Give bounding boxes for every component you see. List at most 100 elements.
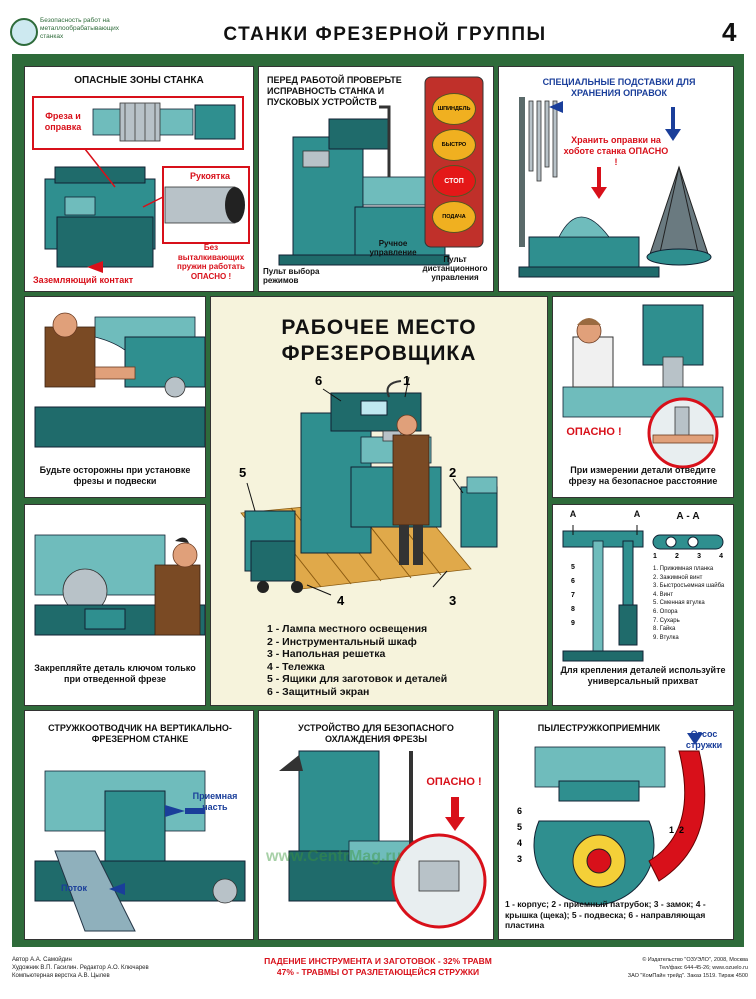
stop-button[interactable]: СТОП (432, 165, 476, 197)
panel-danger-zones: ОПАСНЫЕ ЗОНЫ СТАНКА Фреза и оправка Руко… (24, 66, 254, 292)
credit-line: Автор А.А. Самойдин (12, 957, 72, 963)
panel-careful-install: Будьте осторожны при установке фрезы и п… (24, 296, 206, 498)
panel-title: СТРУЖКООТВОДЧИК НА ВЕРТИКАЛЬНО-ФРЕЗЕРНОМ… (48, 723, 232, 744)
callout: 2 (675, 553, 679, 560)
measure-illustration (562, 304, 724, 469)
careful-install-caption: Будьте осторожны при установке фрезы и п… (39, 465, 191, 486)
publisher-line: ЗАО "КомПайн трейд". Заказ 1519. Тираж 4… (627, 973, 748, 979)
callout: 5 (517, 822, 523, 832)
part-item: 1. Прижимная планка (653, 566, 714, 572)
watermark: www.CentrMag.ru (266, 848, 402, 865)
part-item: 3. Быстросъемная шайба (653, 583, 725, 590)
panel-title: СПЕЦИАЛЬНЫЕ ПОДСТАВКИ ДЛЯ ХРАНЕНИЯ ОПРАВ… (542, 77, 696, 98)
credit-line: Компьютерная верстка А.В. Цылев (12, 973, 110, 979)
handle-label: Рукоятка (190, 171, 230, 181)
part-item: 6. Опора (653, 608, 678, 615)
dust-legend: 1 - корпус; 2 - приемный патрубок; 3 - з… (505, 899, 706, 930)
chip-deflector-illustration (34, 770, 246, 932)
stands-illustration (518, 97, 712, 278)
legend-item: 5 - Ящики для заготовок и деталей (267, 673, 448, 685)
callout: 4 (517, 838, 523, 848)
callout-2: 2 (449, 465, 457, 480)
panel-title: ПЫЛЕСТРУЖКОПРИЕМНИК (537, 723, 661, 733)
legend-item: 6 - Защитный экран (267, 685, 370, 698)
callout-1: 1 (403, 373, 411, 388)
panel-title: УСТРОЙСТВО ДЛЯ БЕЗОПАСНОГО ОХЛАЖДЕНИЯ ФР… (298, 723, 454, 744)
ground-label: Заземляющий контакт (33, 275, 134, 285)
spindle-button[interactable]: ШПИНДЕЛЬ (432, 93, 476, 125)
part-item: 8. Гайка (653, 626, 676, 633)
section-title-a-a: А - А (676, 511, 700, 522)
dust-callouts: 6 5 4 3 (517, 803, 537, 867)
measure-danger: ОПАСНО ! (566, 426, 622, 438)
part-item: 2. Зажимной винт (653, 574, 703, 581)
logo-icon (10, 18, 38, 46)
section-label-a-right: A (633, 509, 641, 519)
panel-title: РАБОЧЕЕ МЕСТО ФРЕЗЕРОВЩИКА (281, 316, 477, 365)
page-title: СТАНКИ ФРЕЗЕРНОЙ ГРУППЫ (223, 24, 547, 45)
cutter-label: Фреза и оправка (44, 111, 82, 132)
publisher-line: © Издательство "ОЗУЭЛО", 2008, Москва (642, 957, 748, 963)
receiver-label: Приемная часть (192, 791, 238, 812)
callout: 5 (571, 564, 575, 571)
feed-button[interactable]: ПОДАЧА (432, 201, 476, 233)
install-illustration (34, 312, 205, 448)
control-buttons: ШПИНДЕЛЬ БЫСТРО СТОП ПОДАЧА (429, 89, 479, 237)
logo-text: Безопасность работ на металлообрабатываю… (40, 17, 120, 40)
callout: 7 (571, 592, 575, 599)
clamp-parts-list: 1. Прижимная планка 2. Зажимной винт 3. … (653, 565, 731, 642)
callout-4: 4 (337, 593, 345, 608)
clamp-diagram (562, 525, 724, 662)
panel-stands: СПЕЦИАЛЬНЫЕ ПОДСТАВКИ ДЛЯ ХРАНЕНИЯ ОПРАВ… (498, 66, 734, 292)
cooling-danger: ОПАСНО ! (426, 776, 482, 788)
suction-label: Отсос стружки (685, 729, 723, 750)
callout: 1 (669, 825, 675, 835)
callout-6: 6 (315, 373, 323, 388)
callout: 2 (679, 825, 685, 835)
workplace-illustration (240, 376, 498, 596)
spring-warning: Без выталкивающих пружин работать ОПАСНО… (177, 243, 245, 281)
callout-3: 3 (449, 593, 457, 608)
callout-5: 5 (239, 465, 247, 480)
legend-item: 2 - Инструментальный шкаф (267, 635, 417, 648)
legend-item: 1 - Лампа местного освещения (267, 623, 428, 635)
panel-measure: ОПАСНО ! При измерении детали отведите ф… (552, 296, 734, 498)
callout: 4 (719, 553, 723, 560)
callout: 1 (653, 553, 657, 560)
clamp-caption: Для крепления деталей используйте универ… (560, 665, 726, 686)
measure-caption: При измерении детали отведите фрезу на б… (568, 465, 718, 486)
publisher-line: Тел/факс 644-45-26; www.ozuelo.ru (659, 965, 748, 971)
panel-workplace: РАБОЧЕЕ МЕСТО ФРЕЗЕРОВЩИКА 1 2 3 4 5 6 (210, 296, 548, 706)
legend-item: 4 - Тележка (267, 660, 325, 673)
flow-label: Поток (60, 883, 88, 893)
stat-line: ПАДЕНИЕ ИНСТРУМЕНТА И ЗАГОТОВОК - 32% ТР… (264, 956, 492, 966)
footer: Автор А.А. Самойдин Художник В.П. Гасили… (0, 950, 756, 999)
cooling-illustration (279, 750, 487, 929)
part-item: 9. Втулка (653, 634, 679, 641)
header: Безопасность работ на металлообрабатываю… (0, 0, 756, 52)
part-item: 7. Сухарь (653, 617, 680, 624)
callout: 6 (517, 806, 523, 816)
remote-panel-label: Пульт дистанционного управления (422, 255, 488, 282)
mode-panel-label: Пульт выбора режимов (263, 267, 320, 285)
manual-control-label: Ручное управление (369, 239, 417, 257)
fasten-caption: Закрепляйте деталь ключом только при отв… (34, 663, 196, 684)
fasten-illustration (34, 534, 205, 636)
callout: 3 (697, 553, 701, 560)
sheet-number: 4 (722, 17, 737, 47)
panel-dust-collector: ПЫЛЕСТРУЖКОПРИЕМНИК Отсос стружки 6 5 4 … (498, 710, 734, 940)
part-item: 5. Сменная втулка (653, 600, 705, 607)
fast-button[interactable]: БЫСТРО (432, 129, 476, 161)
footer-stats: ПАДЕНИЕ ИНСТРУМЕНТА И ЗАГОТОВОК - 32% ТР… (220, 956, 536, 978)
callout: 6 (571, 578, 575, 585)
panel-clamp: A A А - А 1 2 3 4 5 6 7 8 9 1. Прижимная… (552, 504, 734, 706)
footer-publisher: © Издательство "ОЗУЭЛО", 2008, Москва Те… (552, 956, 748, 980)
callout: 9 (571, 620, 575, 627)
callout: 3 (517, 854, 523, 864)
section-label-a-left: A (569, 509, 577, 519)
panel-cooling: УСТРОЙСТВО ДЛЯ БЕЗОПАСНОГО ОХЛАЖДЕНИЯ ФР… (258, 710, 494, 940)
clamp-callouts: 1 2 3 4 (653, 553, 723, 560)
part-item: 4. Винт (653, 591, 674, 598)
dust-collector-diagram (533, 733, 706, 906)
stat-line: 47% - ТРАВМЫ ОТ РАЗЛЕТАЮЩЕЙСЯ СТРУЖКИ (276, 967, 480, 977)
